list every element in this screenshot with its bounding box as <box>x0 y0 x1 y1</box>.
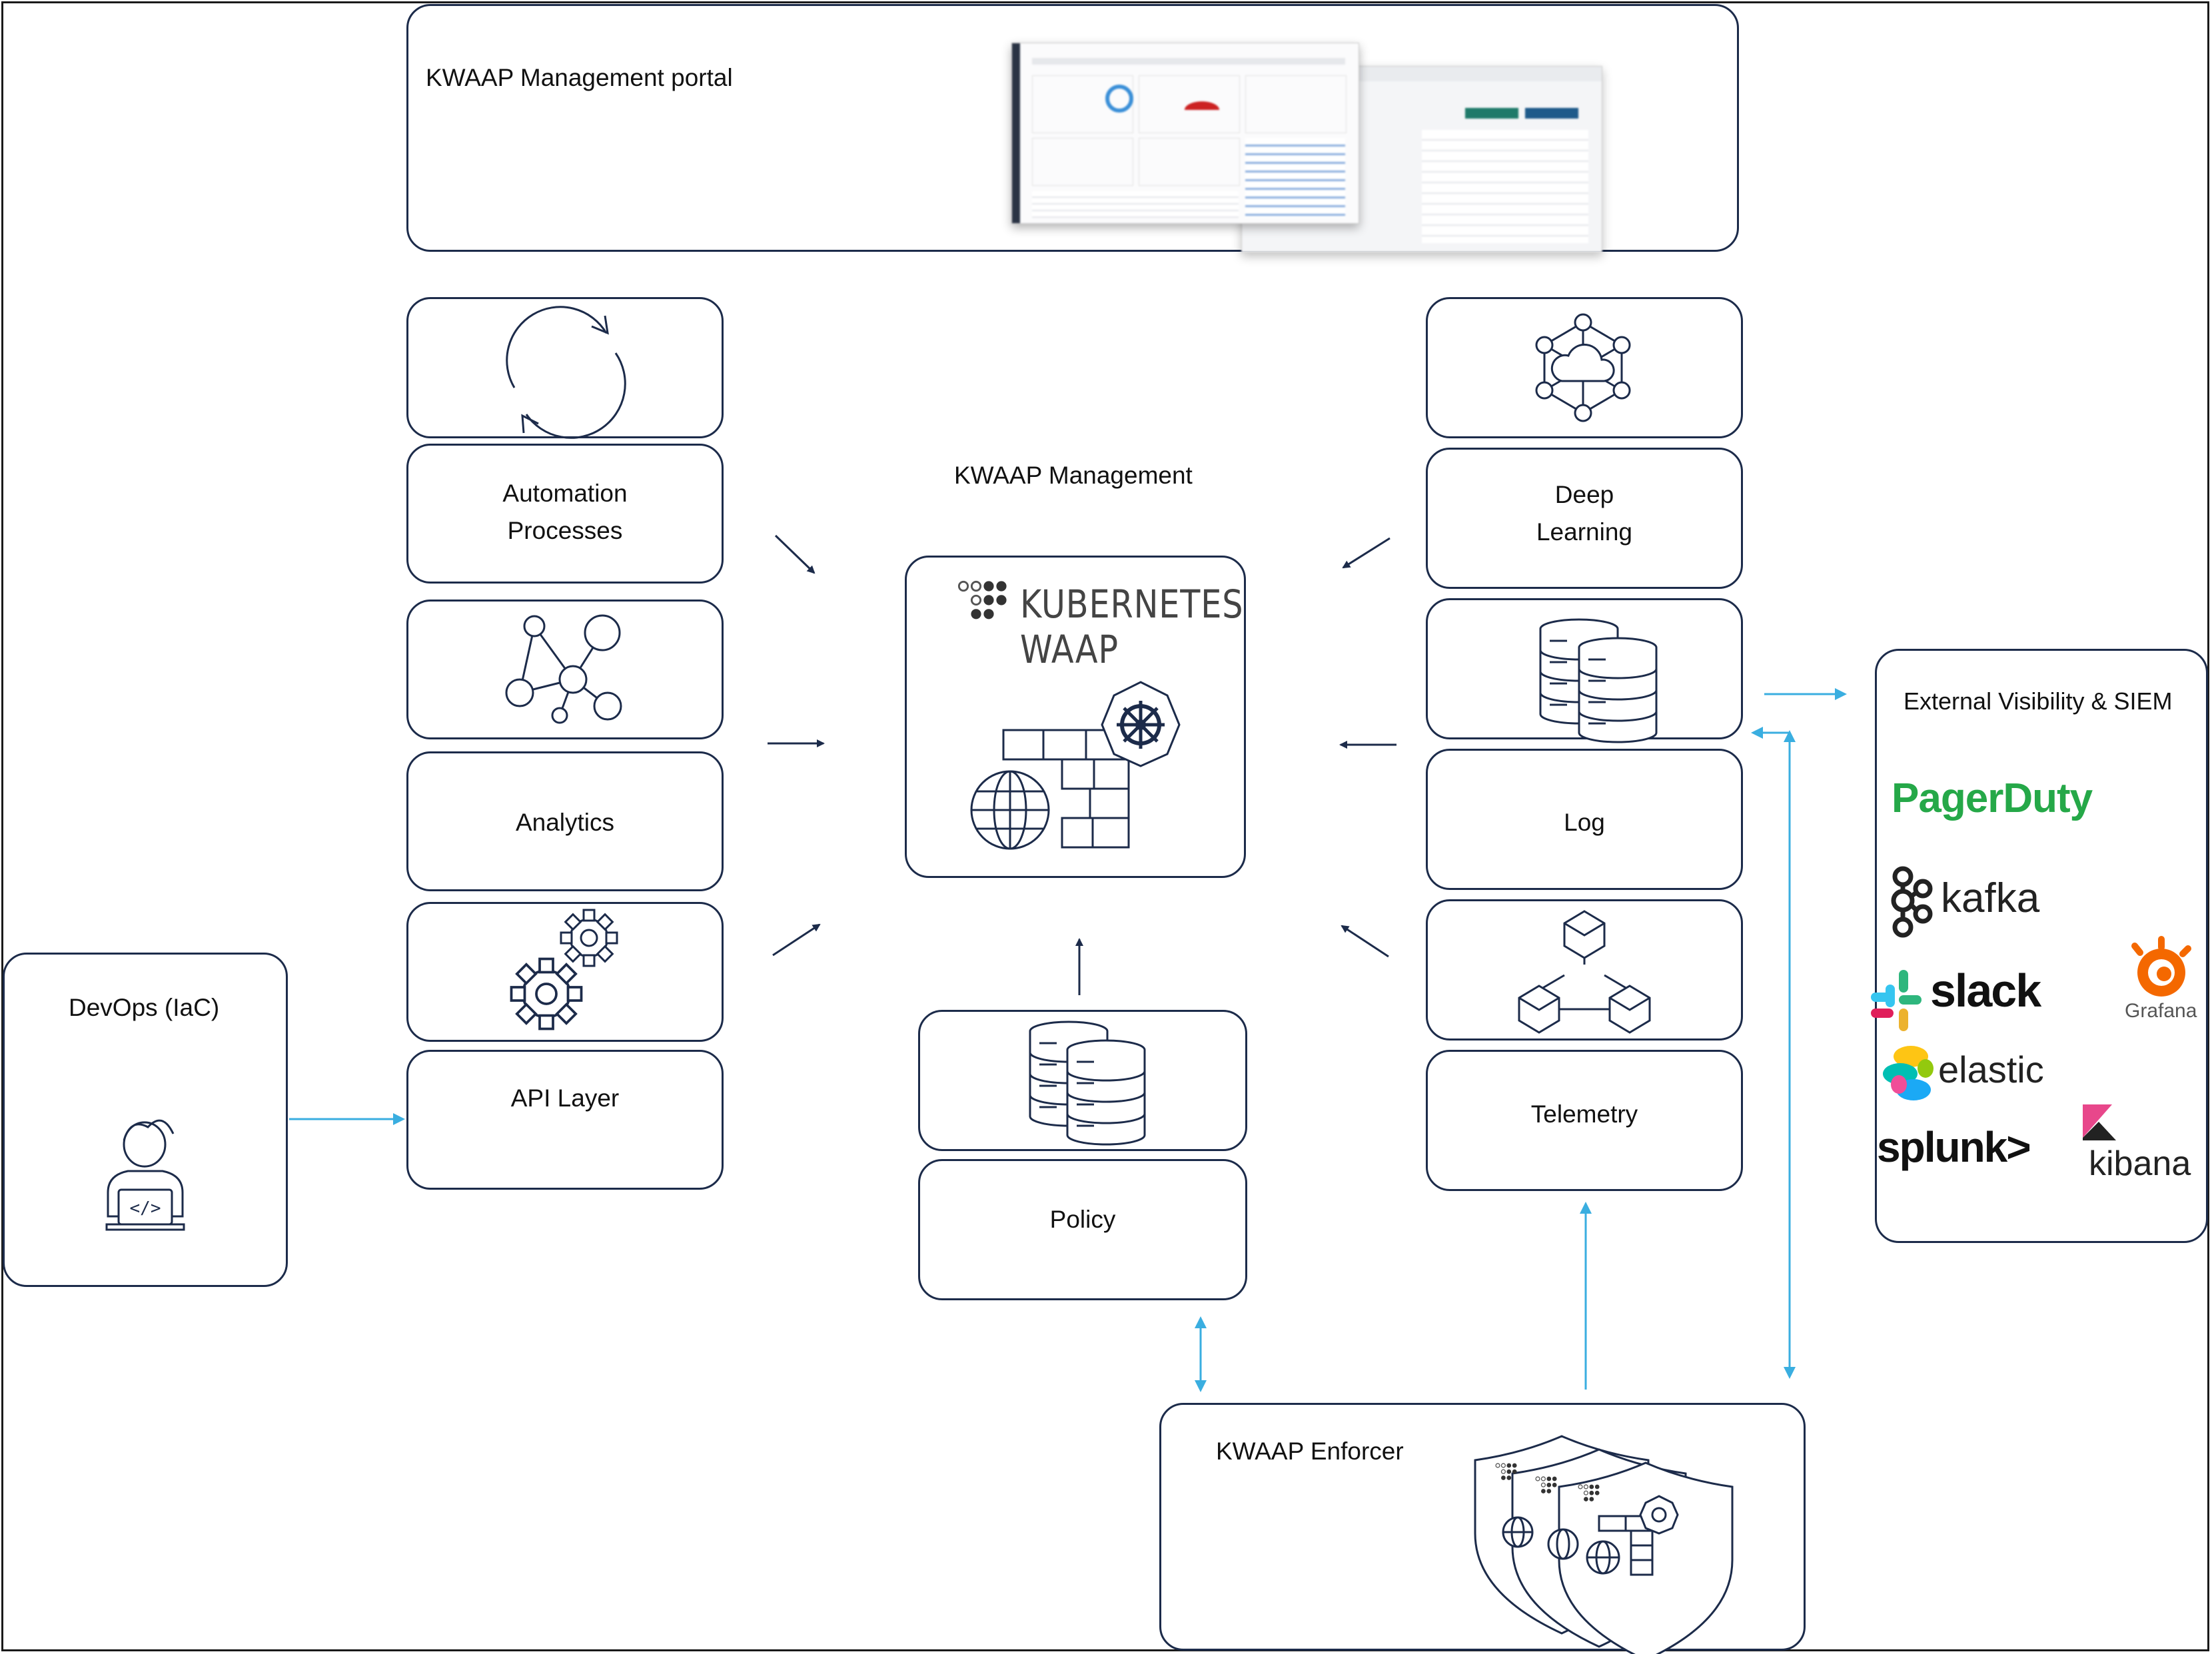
network-nodes-icon <box>505 614 622 724</box>
siem-title: External Visibility & SIEM <box>1904 687 2173 715</box>
telemetry-cubes-icon <box>1518 910 1651 1034</box>
gears-icon <box>510 909 618 1031</box>
enforcer-label: KWAAP Enforcer <box>1216 1438 1404 1465</box>
developer-person-icon: </> <box>105 1119 185 1231</box>
svg-text:</>: </> <box>130 1198 161 1218</box>
dashboard-screenshot <box>1011 43 1602 252</box>
log-database-icon <box>1539 618 1658 743</box>
devops-label: DevOps (IaC) <box>69 994 220 1021</box>
api-layer-box: API Layer <box>406 1050 724 1190</box>
deep-learning-label: Deep Learning <box>1536 481 1632 546</box>
kubernetes-logo-line2: WAAP <box>1020 627 1119 672</box>
telemetry-box: Telemetry <box>1426 1050 1743 1191</box>
kubernetes-brand-dots-icon <box>957 580 1008 620</box>
siem-box: External Visibility & SIEM PagerDuty kaf… <box>1875 649 2208 1243</box>
kibana-logo-text: kibana <box>2089 1144 2191 1183</box>
kubernetes-logo-line1: KUBERNETES <box>1020 582 1244 627</box>
slack-logo-text: slack <box>1930 965 2041 1017</box>
elastic-logo-text: elastic <box>1938 1048 2044 1090</box>
automation-processes-label: Automation Processes <box>502 480 628 544</box>
elastic-logo-mark <box>1883 1046 1934 1100</box>
analytics-box: Analytics <box>406 751 724 891</box>
kafka-logo-text: kafka <box>1941 875 2040 921</box>
devops-box: DevOps (IaC) <box>3 953 288 1287</box>
kubernetes-helm-icon <box>1101 681 1181 767</box>
portal-title: KWAAP Management portal <box>426 64 733 91</box>
refresh-icon <box>506 306 626 439</box>
policy-box: Policy <box>918 1159 1247 1300</box>
pagerduty-logo: PagerDuty <box>1892 775 2093 821</box>
blue-arrows <box>289 688 1847 1392</box>
policy-database-icon <box>1029 1021 1146 1146</box>
slack-logo-mark <box>1871 970 1922 1031</box>
cloud-network-icon <box>1535 313 1631 422</box>
kafka-logo-mark <box>1891 866 1933 938</box>
portal-box: KWAAP Management portal <box>406 4 1739 252</box>
analytics-label: Analytics <box>515 809 615 836</box>
deep-learning-box: Deep Learning <box>1426 448 1743 589</box>
dark-arrows <box>768 534 1396 995</box>
splunk-logo: splunk> <box>1877 1123 2031 1171</box>
globe-icon <box>970 770 1050 850</box>
automation-processes-box: Automation Processes <box>406 444 724 584</box>
kibana-logo-mark <box>2083 1104 2116 1140</box>
log-label: Log <box>1564 809 1605 836</box>
telemetry-label: Telemetry <box>1530 1100 1638 1128</box>
grafana-logo-mark <box>2131 936 2191 997</box>
policy-label: Policy <box>1049 1206 1116 1233</box>
api-layer-label: API Layer <box>510 1084 620 1112</box>
log-box: Log <box>1426 749 1743 890</box>
grafana-logo-text: Grafana <box>2125 1000 2197 1022</box>
management-title: KWAAP Management <box>954 462 1193 489</box>
enforcer-globe-icon <box>1502 1495 1679 1576</box>
